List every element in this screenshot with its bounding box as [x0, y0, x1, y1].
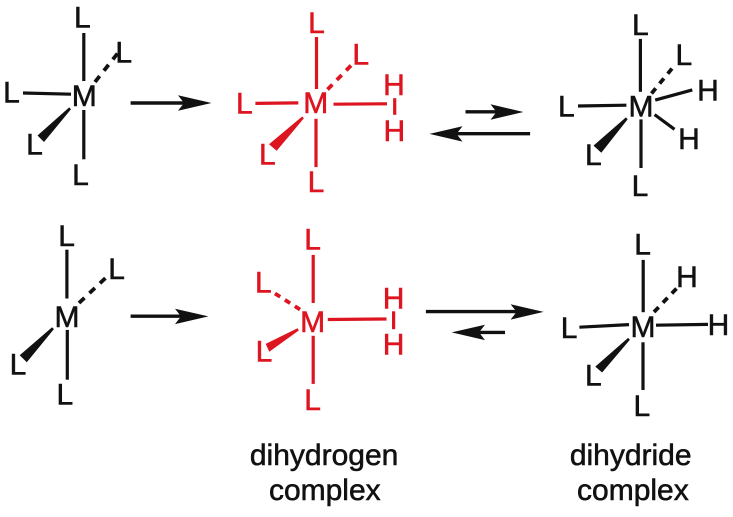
- svg-text:L: L: [259, 139, 276, 172]
- svg-text:M: M: [631, 311, 656, 344]
- svg-text:complex: complex: [577, 474, 689, 507]
- svg-text:H: H: [383, 115, 405, 148]
- svg-text:L: L: [236, 87, 253, 120]
- svg-text:M: M: [629, 90, 654, 123]
- svg-text:L: L: [634, 229, 651, 262]
- svg-text:L: L: [352, 39, 369, 72]
- svg-text:L: L: [3, 77, 20, 110]
- svg-text:L: L: [304, 224, 321, 257]
- svg-text:H: H: [697, 75, 719, 108]
- svg-text:H: H: [676, 261, 698, 294]
- svg-text:L: L: [585, 360, 602, 393]
- svg-text:L: L: [58, 220, 75, 253]
- svg-text:M: M: [303, 87, 328, 120]
- svg-text:H: H: [708, 309, 730, 342]
- svg-text:L: L: [558, 91, 575, 124]
- svg-text:L: L: [10, 349, 27, 382]
- svg-text:L: L: [115, 37, 132, 70]
- svg-text:L: L: [632, 9, 649, 42]
- svg-text:L: L: [308, 166, 325, 199]
- svg-text:L: L: [676, 39, 693, 72]
- svg-text:complex: complex: [269, 474, 381, 507]
- svg-text:L: L: [57, 379, 74, 412]
- svg-text:L: L: [308, 7, 325, 40]
- svg-text:H: H: [383, 282, 405, 315]
- svg-text:L: L: [561, 312, 578, 345]
- svg-text:M: M: [55, 301, 80, 334]
- svg-text:H: H: [678, 123, 700, 156]
- svg-text:L: L: [634, 390, 651, 423]
- svg-text:H: H: [383, 329, 405, 362]
- svg-text:L: L: [255, 267, 272, 300]
- svg-text:L: L: [108, 253, 125, 286]
- svg-text:L: L: [74, 2, 91, 35]
- svg-text:L: L: [26, 129, 43, 162]
- svg-text:M: M: [72, 80, 97, 113]
- svg-text:L: L: [256, 335, 273, 368]
- svg-text:L: L: [632, 170, 649, 203]
- svg-text:H: H: [383, 69, 405, 102]
- svg-text:L: L: [72, 159, 89, 192]
- svg-text:L: L: [304, 384, 321, 417]
- svg-text:dihydride: dihydride: [570, 439, 692, 472]
- svg-text:L: L: [585, 139, 602, 172]
- svg-text:M: M: [300, 306, 325, 339]
- svg-text:dihydrogen: dihydrogen: [250, 439, 398, 472]
